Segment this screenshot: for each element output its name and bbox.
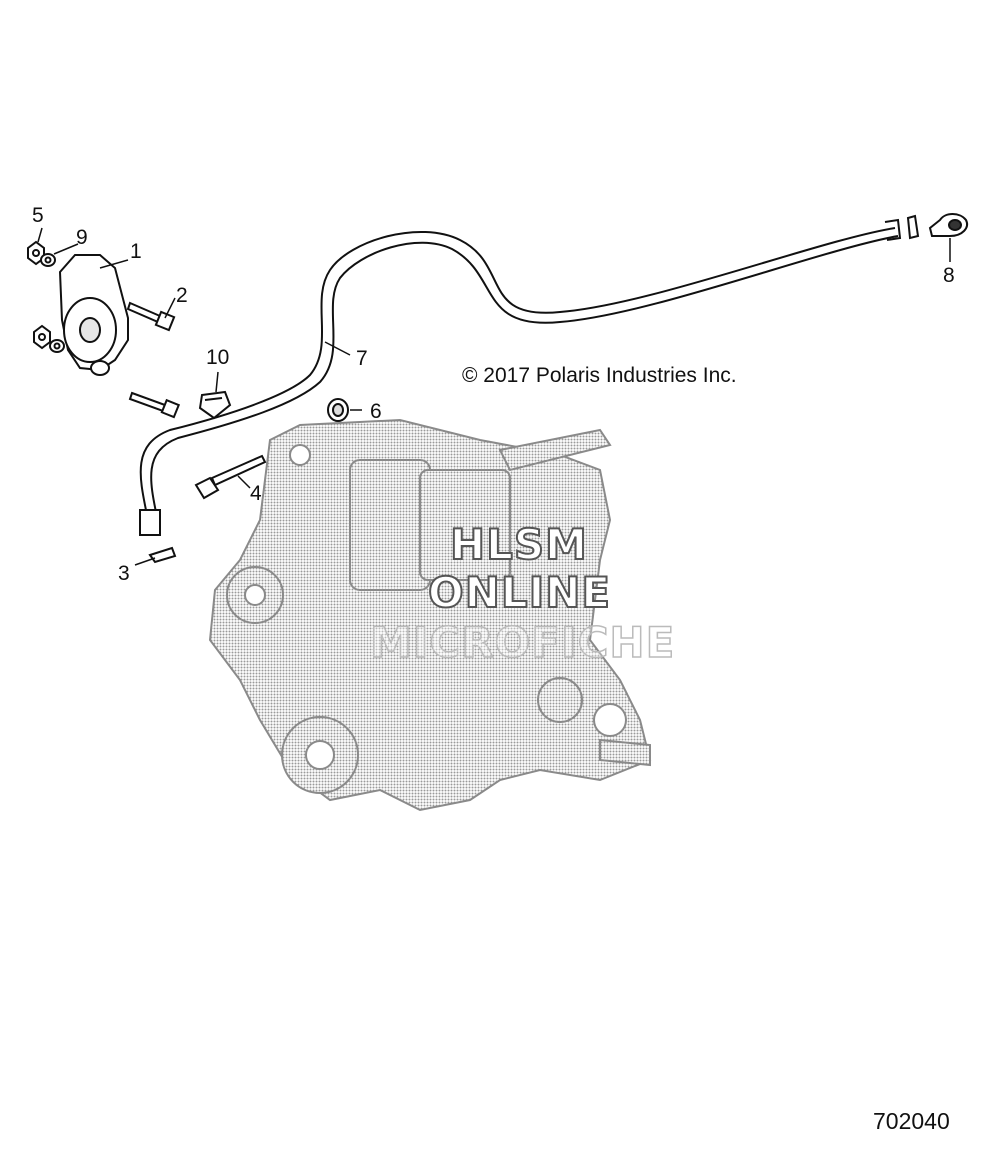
bolt-10-screw [128,391,181,419]
callout-5: 5 [32,204,44,227]
callout-2: 2 [176,284,188,307]
watermark-line-3: MICROFICHE [369,617,676,668]
hardware-nuts [27,240,65,353]
drawing-number: 702040 [873,1108,950,1134]
callout-10: 10 [206,346,230,369]
callout-9: 9 [76,226,88,249]
copyright-notice: © 2017 Polaris Industries Inc. [462,364,737,387]
watermark-line-1: HLSM [449,519,588,570]
transmission-assembly [208,418,652,812]
grommet [327,398,349,422]
speed-sensor [58,254,129,376]
callout-8: 8 [943,264,955,287]
connector [906,213,968,240]
cable-tie [148,546,177,564]
harness-clip [198,390,232,420]
callout-7: 7 [356,347,368,370]
callout-3: 3 [118,562,130,585]
callout-1: 1 [130,240,142,263]
leader-lines [37,227,951,566]
callout-6: 6 [370,400,382,423]
watermark-line-2: ONLINE [427,567,612,618]
harness [139,218,902,536]
callout-4: 4 [250,482,262,505]
bolt-4 [194,454,267,500]
bolt-2 [126,301,176,332]
